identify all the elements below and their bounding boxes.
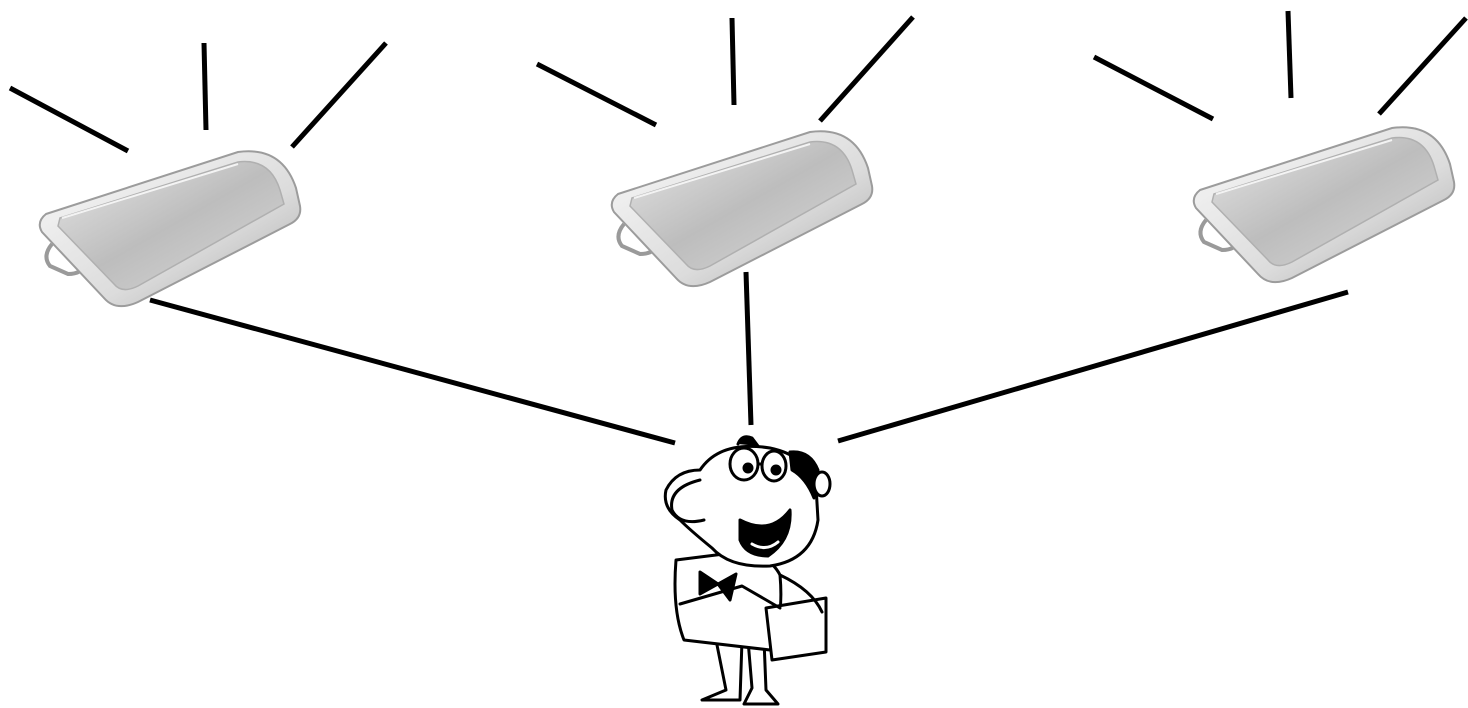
ray-line: [1094, 57, 1213, 119]
ray-line: [537, 64, 656, 125]
connector-line-left: [150, 300, 675, 443]
connector-line-right: [838, 292, 1348, 441]
silver-tray-icon: [40, 151, 301, 306]
silver-tray-icon: [612, 131, 873, 286]
ray-line: [820, 17, 913, 121]
waiter-icon: [665, 437, 830, 704]
silver-tray-icon: [1194, 127, 1455, 282]
ray-line: [732, 18, 734, 105]
ray-line: [10, 88, 128, 151]
ray-line: [1288, 11, 1291, 98]
ray-line: [292, 43, 386, 147]
tray-group-left: [10, 43, 386, 306]
connector-line-center: [746, 272, 751, 425]
tray-group-center: [537, 17, 913, 286]
ray-line: [1379, 18, 1466, 114]
ray-line: [204, 43, 206, 130]
tray-group-right: [1094, 11, 1466, 282]
